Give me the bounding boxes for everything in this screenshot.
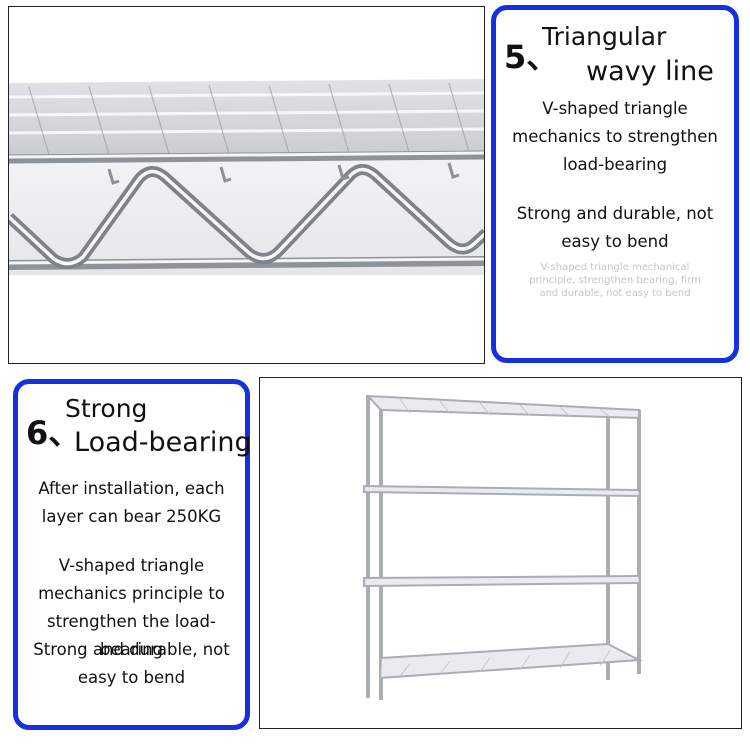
feature-number: 6、 [26,414,81,452]
feature-description-2: Strong and durable, not easy to bend [516,204,714,251]
feature-watermark-text: V-shaped triangle mechanical principle, … [529,262,701,299]
feature-number: 5、 [504,38,559,76]
wire-shelving-unit-illustration [260,378,741,728]
feature-description: After installation, each layer can bear … [38,479,225,526]
feature-card-triangular-wavy-line: 5、 Triangular wavy line V-shaped triangl… [491,5,739,363]
feature-card-strong-load-bearing: 6、 Strong Load-bearing After installatio… [13,379,252,730]
feature-title-line2: wavy line [586,56,714,87]
shelf-wire-closeup-photo [8,6,485,364]
shelving-unit-photo [259,377,742,729]
feature-title-line1: Strong [65,394,148,423]
feature-description-3: Strong and durable, not easy to bend [33,640,230,687]
wavy-wire-closeup-illustration [9,7,484,363]
feature-title-line2: Load-bearing [74,427,252,458]
feature-description: V-shaped triangle mechanics to strengthe… [512,99,718,174]
feature-title-line1: Triangular [542,22,667,51]
feature-description-2: V-shaped triangle mechanics principle to… [38,556,225,659]
